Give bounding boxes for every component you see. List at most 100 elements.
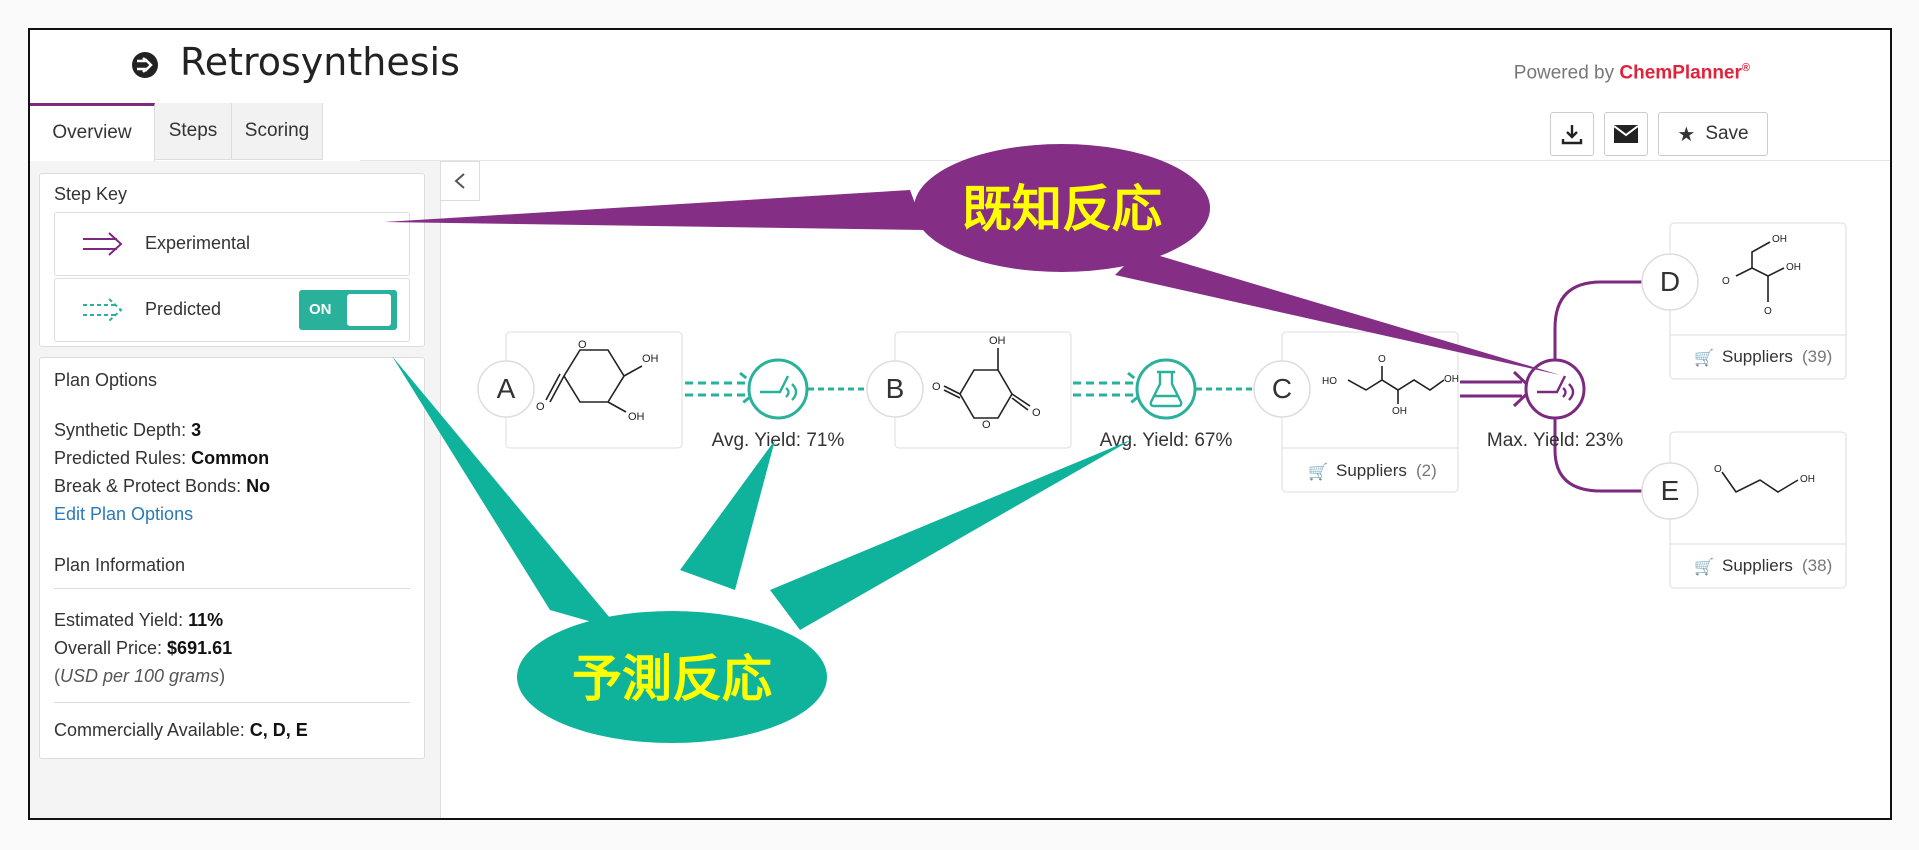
save-label: Save <box>1705 123 1749 144</box>
brand-name: ChemPlanner <box>1619 62 1742 84</box>
atom-label: OH <box>642 353 659 365</box>
tab-scoring[interactable]: Scoring <box>232 103 323 160</box>
envelope-icon <box>1613 125 1639 143</box>
toggle-knob <box>347 294 391 326</box>
atom-label: O <box>1378 354 1386 365</box>
cart-icon: 🛒 <box>1308 462 1328 481</box>
node-label: B <box>886 373 905 404</box>
atom-label: OH <box>1772 234 1787 245</box>
molecule-c-structure <box>1347 366 1445 404</box>
powered-by: Powered by ChemPlanner® <box>1514 62 1750 84</box>
molecule-card-a[interactable]: O O OH OH <box>505 331 683 449</box>
collapse-panel-button[interactable] <box>440 161 480 201</box>
yield-value: 11% <box>188 610 224 630</box>
atom-label: OH <box>1800 474 1815 485</box>
suppliers-c[interactable]: 🛒 Suppliers (2) <box>1308 461 1437 481</box>
molecule-card-e[interactable]: O OH 🛒 Suppliers (38) <box>1669 431 1847 589</box>
predicted-key: Predicted ON <box>54 278 410 342</box>
suppliers-e[interactable]: 🛒 Suppliers (38) <box>1694 556 1832 576</box>
tab-overview[interactable]: Overview <box>30 103 155 162</box>
download-icon <box>1561 125 1583 145</box>
rules-value: Common <box>191 448 270 468</box>
molecule-card-d[interactable]: OH O OH O 🛒 Suppliers (39) <box>1669 222 1847 380</box>
node-label: A <box>497 373 516 404</box>
experimental-arrow-icon <box>83 232 123 256</box>
commercial-value: C, D, E <box>249 720 308 740</box>
node-e[interactable]: E <box>1641 462 1699 520</box>
tab-steps[interactable]: Steps <box>155 103 232 160</box>
reaction-node-1[interactable] <box>747 358 809 420</box>
suppliers-count: (39) <box>1802 347 1832 366</box>
atom-label: OH <box>1392 406 1407 417</box>
tab-label: Overview <box>52 122 132 143</box>
edit-plan-options-link[interactable]: Edit Plan Options <box>54 504 194 524</box>
download-button[interactable] <box>1550 112 1594 156</box>
flask-icon <box>1149 370 1183 408</box>
suppliers-d[interactable]: 🛒 Suppliers (39) <box>1694 347 1832 367</box>
node-a[interactable]: A <box>477 360 535 418</box>
suppliers-count: (38) <box>1802 556 1832 575</box>
molecule-a-structure <box>545 349 643 413</box>
overall-price: Overall Price: $691.61 <box>54 638 232 659</box>
save-button[interactable]: ★ Save <box>1658 112 1768 156</box>
app-window: Retrosynthesis Powered by ChemPlanner® O… <box>28 28 1892 820</box>
node-b[interactable]: B <box>866 360 924 418</box>
reaction-3-yield: Max. Yield: 23% <box>1487 430 1623 451</box>
cart-icon: 🛒 <box>1694 557 1714 576</box>
connector-a-r1 <box>685 371 763 407</box>
commercially-available: Commercially Available: C, D, E <box>54 720 308 741</box>
atom-label: OH <box>628 411 645 423</box>
reaction-node-2[interactable] <box>1135 358 1197 420</box>
atom-label: HO <box>1322 376 1337 387</box>
estimated-yield: Estimated Yield: 11% <box>54 610 223 631</box>
experimental-key: Experimental <box>54 212 410 276</box>
tab-label: Scoring <box>244 120 310 141</box>
node-c[interactable]: C <box>1253 360 1311 418</box>
predicted-toggle[interactable]: ON <box>299 290 397 330</box>
molecule-card-c[interactable]: HO O OH OH 🛒 Suppliers (2) <box>1281 331 1459 493</box>
break-label: Break & Protect Bonds: <box>54 476 242 496</box>
atom-label: O <box>1714 464 1722 475</box>
divider <box>54 588 410 589</box>
atom-label: O <box>536 401 545 413</box>
atom-label: OH <box>1444 374 1459 385</box>
synthetic-depth: Synthetic Depth: 3 <box>54 420 201 441</box>
depth-value: 3 <box>191 420 202 440</box>
callout-predicted-text: 予測反応 <box>572 651 772 707</box>
node-label: D <box>1660 266 1680 297</box>
predicted-rules: Predicted Rules: Common <box>54 448 269 469</box>
suppliers-label: Suppliers <box>1722 347 1793 366</box>
reaction-2-yield: Avg. Yield: 67% <box>1100 430 1233 451</box>
suppliers-label: Suppliers <box>1722 556 1793 575</box>
brand-mark: ® <box>1741 62 1750 74</box>
reaction-node-3[interactable] <box>1524 358 1586 420</box>
molecule-d-structure <box>1735 241 1785 302</box>
molecule-card-b[interactable]: OH O O O <box>894 331 1072 449</box>
molecule-b-structure <box>943 348 1031 419</box>
tab-label: Steps <box>168 120 218 141</box>
suppliers-label: Suppliers <box>1336 461 1407 480</box>
step-key-card: Step Key Experimental Predicted ON <box>39 173 425 347</box>
chevron-left-icon <box>454 173 465 189</box>
email-button[interactable] <box>1604 112 1648 156</box>
suppliers-count: (2) <box>1416 461 1437 480</box>
cart-icon: 🛒 <box>1694 348 1714 367</box>
reaction-1-yield: Avg. Yield: 71% <box>712 430 845 451</box>
node-d[interactable]: D <box>1641 253 1699 311</box>
predicted-label: Predicted <box>145 299 222 319</box>
experimental-reaction-icon <box>1537 375 1575 401</box>
plan-card: Plan Options Synthetic Depth: 3 Predicte… <box>39 357 425 759</box>
price-note: (USD per 100 grams) <box>54 666 226 686</box>
atom-label: O <box>1032 407 1041 419</box>
predicted-reaction-icon <box>760 375 798 401</box>
plan-info-title: Plan Information <box>54 555 186 575</box>
divider <box>54 702 410 703</box>
plan-options-title: Plan Options <box>54 370 158 390</box>
node-label: E <box>1661 475 1680 506</box>
yield-label: Estimated Yield: <box>54 610 184 630</box>
callout-known-reaction: 既知反応 <box>384 144 1560 375</box>
retrosynthesis-graph: O O OH OH OH O O O HO O OH OH <box>384 144 1847 743</box>
predicted-arrow-icon <box>83 298 123 322</box>
break-value: No <box>246 476 271 496</box>
powered-prefix: Powered by <box>1513 62 1615 84</box>
